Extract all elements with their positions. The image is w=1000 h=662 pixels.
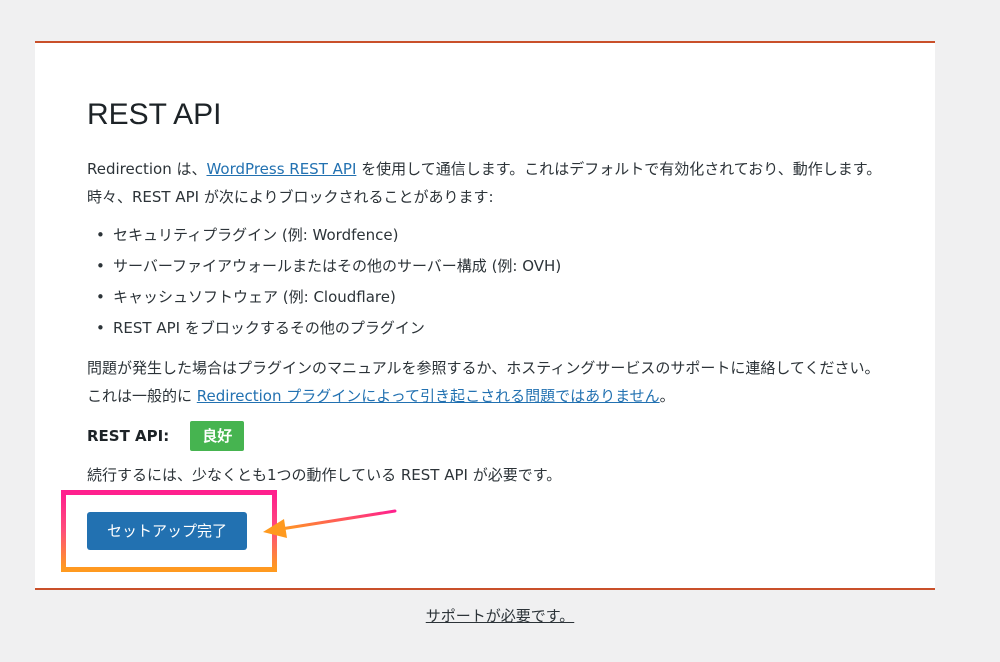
list-item-label: セキュリティプラグイン (例: Wordfence): [113, 226, 399, 244]
support-link[interactable]: サポートが必要です。: [425, 607, 575, 625]
blocker-list: • セキュリティプラグイン (例: Wordfence) • サーバーファイアウォー…: [87, 220, 561, 344]
intro-text-after: を使用して通信します。これはデフォルトで有効化されており、動作します。時々、RE…: [87, 160, 882, 206]
bullet-icon: •: [96, 319, 105, 337]
requirement-text: 続行するには、少なくとも1つの動作している REST API が必要です。: [87, 466, 562, 484]
intro-paragraph: Redirection は、WordPress REST API を使用して通信…: [87, 155, 887, 211]
page-title: REST API: [87, 98, 222, 131]
list-item-label: REST API をブロックするその他のプラグイン: [113, 319, 425, 337]
help-text-before: 問題が発生した場合はプラグインのマニュアルを参照するか、ホスティングサービスのサ…: [87, 359, 880, 405]
wordpress-rest-api-link[interactable]: WordPress REST API: [206, 160, 357, 178]
rest-api-status: REST API: 良好: [87, 420, 245, 452]
list-item-label: キャッシュソフトウェア (例: Cloudflare): [113, 288, 396, 306]
list-item-label: サーバーファイアウォールまたはその他のサーバー構成 (例: OVH): [113, 257, 562, 275]
bullet-icon: •: [96, 257, 105, 275]
list-item: • サーバーファイアウォールまたはその他のサーバー構成 (例: OVH): [87, 251, 561, 282]
help-text-after: 。: [659, 387, 675, 405]
arrow-icon: [263, 509, 397, 538]
status-label: REST API:: [87, 427, 170, 445]
not-caused-by-redirection-link[interactable]: Redirection プラグインによって引き起こされる問題ではありません: [196, 387, 660, 405]
footer: サポートが必要です。: [0, 603, 1000, 629]
finish-setup-button[interactable]: セットアップ完了: [87, 512, 247, 550]
intro-text-before: Redirection は、: [87, 160, 207, 178]
bullet-icon: •: [96, 226, 105, 244]
list-item: • REST API をブロックするその他のプラグイン: [87, 313, 561, 344]
status-badge: 良好: [190, 421, 245, 451]
list-item: • セキュリティプラグイン (例: Wordfence): [87, 220, 561, 251]
help-paragraph: 問題が発生した場合はプラグインのマニュアルを参照するか、ホスティングサービスのサ…: [87, 354, 887, 410]
list-item: • キャッシュソフトウェア (例: Cloudflare): [87, 282, 561, 313]
bullet-icon: •: [96, 288, 105, 306]
